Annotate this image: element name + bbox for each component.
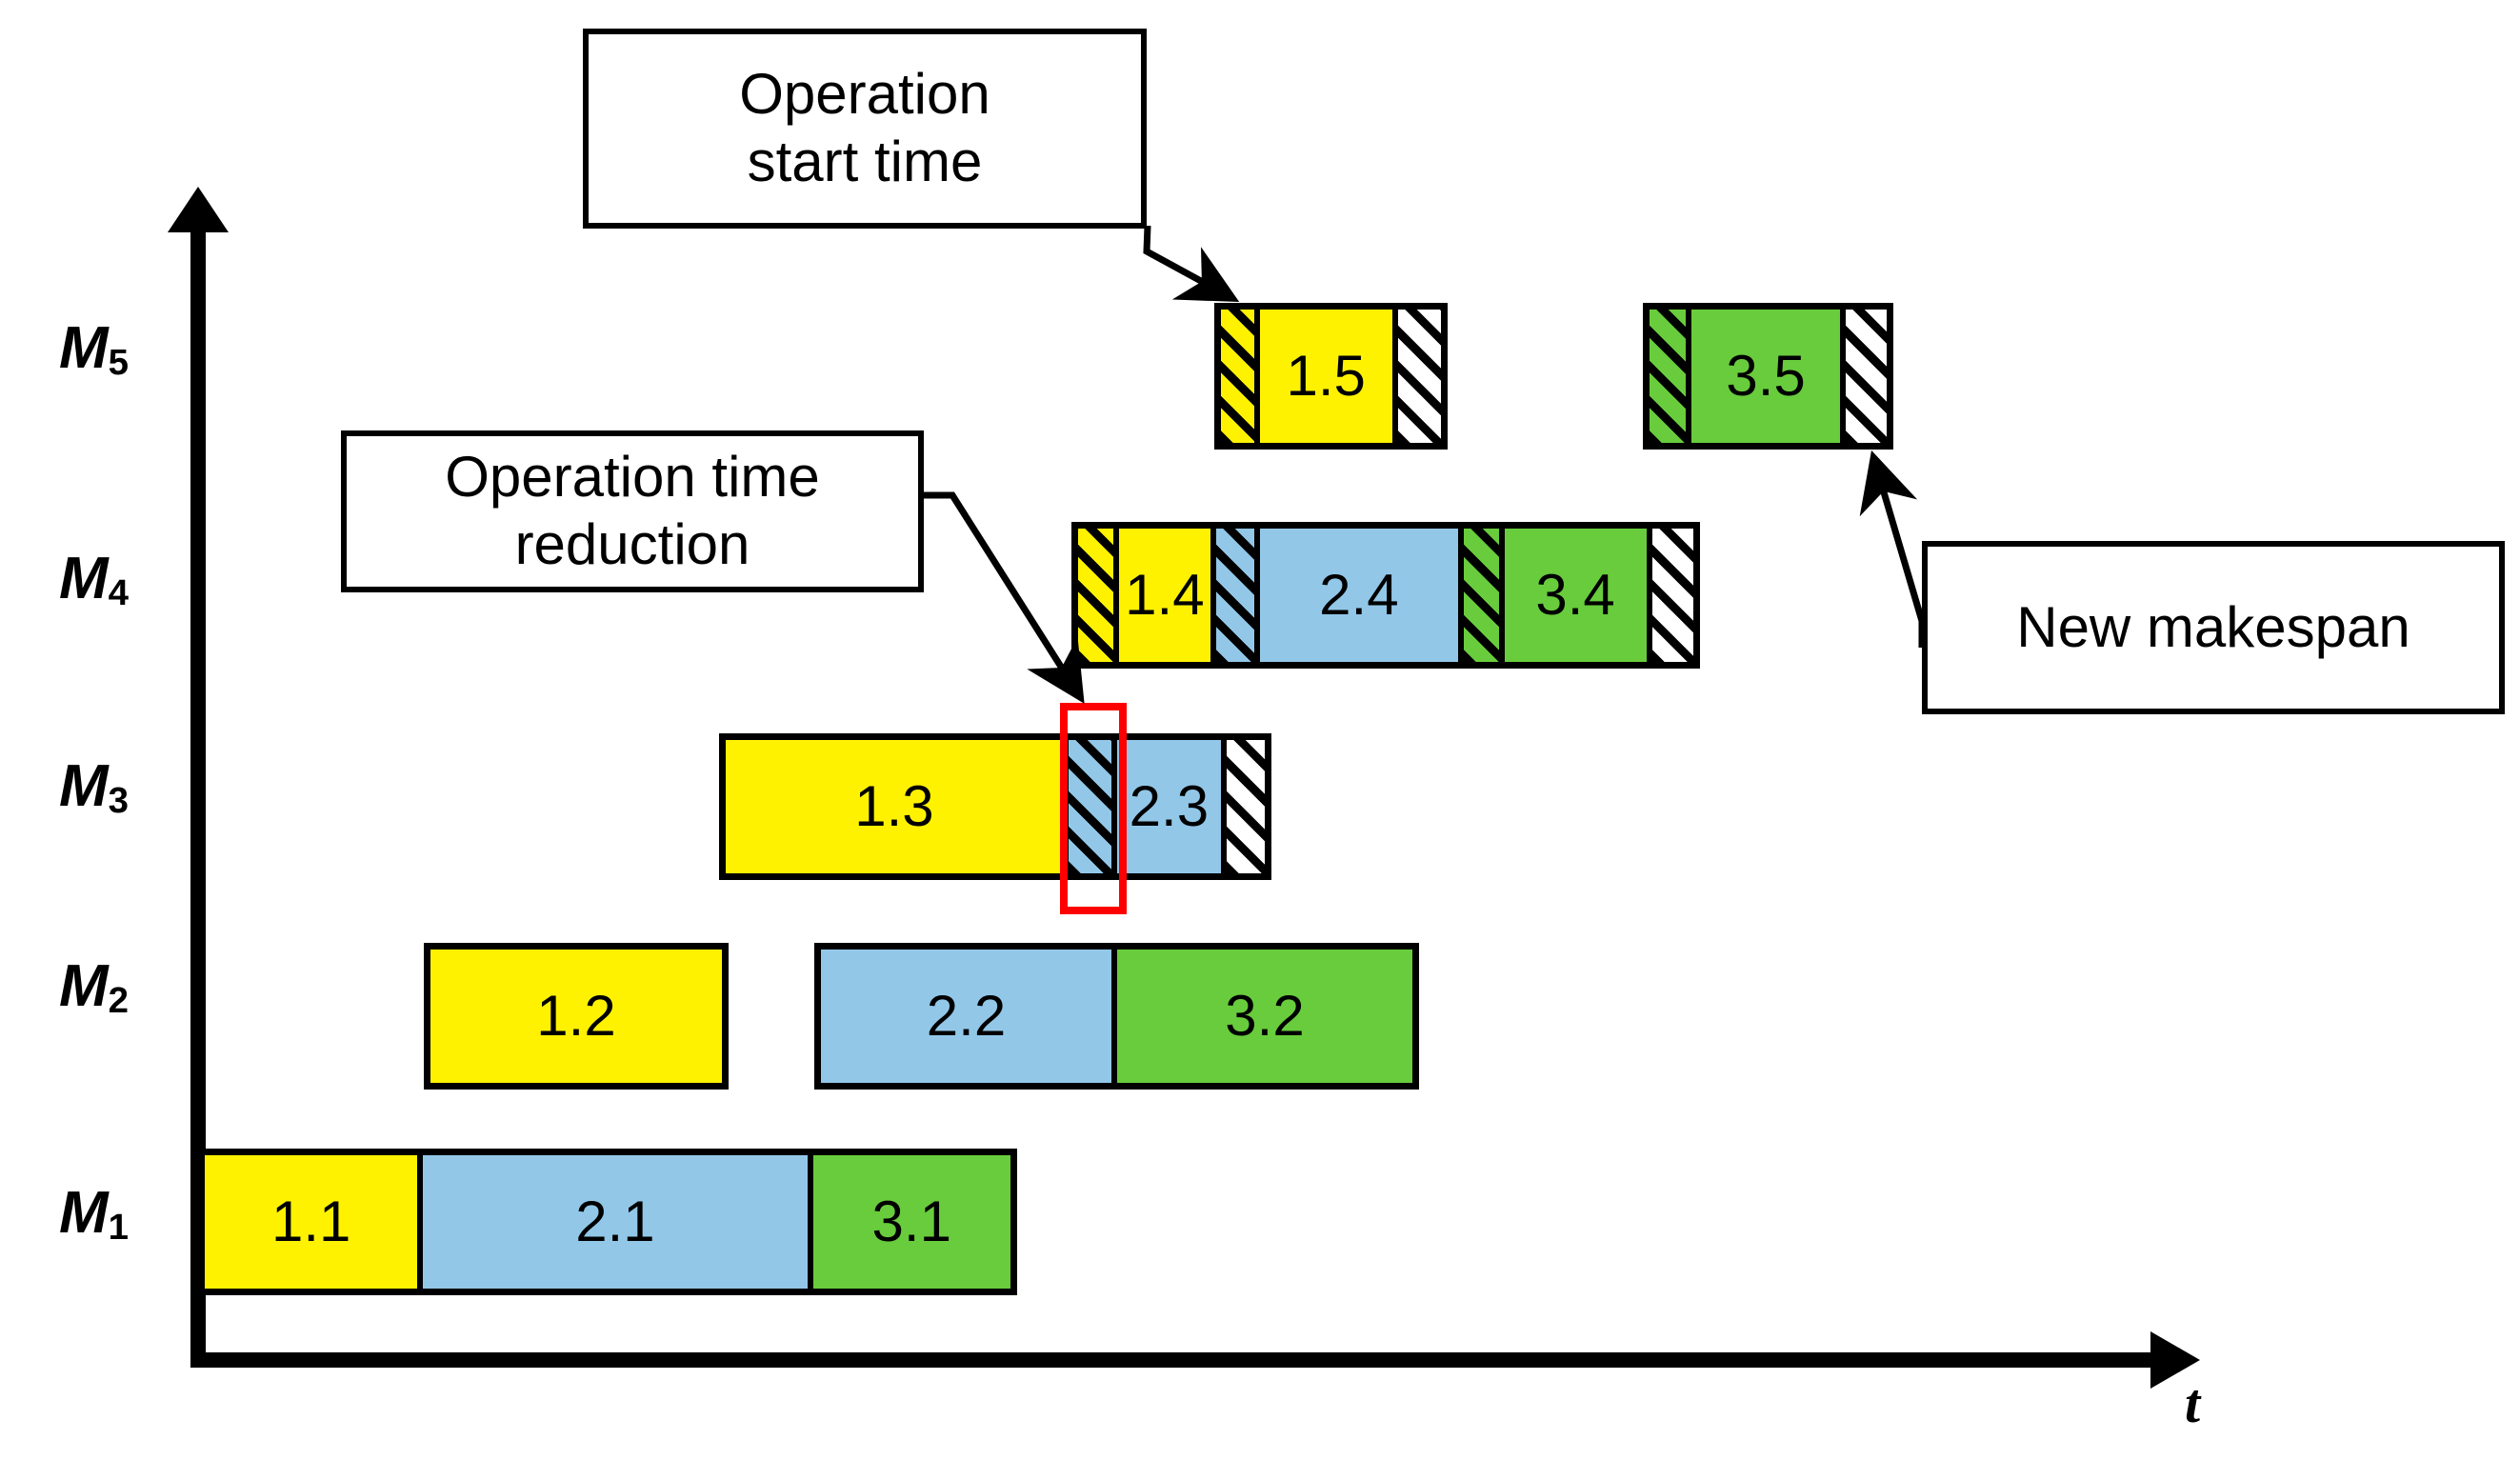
segment-operation-21: 2.1 xyxy=(423,1155,813,1289)
segment-setup-hatch-job2 xyxy=(1216,529,1260,662)
operation-label: 1.1 xyxy=(271,1190,351,1253)
callout-line-2: start time xyxy=(747,130,983,193)
segment-operation: 1.5 xyxy=(1259,310,1398,443)
segment-operation-22: 2.2 xyxy=(821,950,1118,1083)
machine-label-text: M xyxy=(59,1180,109,1246)
callout-line-2: reduction xyxy=(514,512,750,576)
callout-new-makespan: New makespan xyxy=(1922,541,2505,714)
operation-label: 2.2 xyxy=(926,984,1007,1048)
gantt-bar-m3[interactable]: 1.3 2.3 xyxy=(719,733,1271,880)
gantt-bar-m4[interactable]: 1.4 2.4 3.4 xyxy=(1071,522,1700,669)
gantt-bar-m2-op12[interactable]: 1.2 xyxy=(424,943,729,1090)
gantt-bar-m5-op35[interactable]: 3.5 xyxy=(1643,303,1893,450)
callout-line-1: Operation time xyxy=(445,445,820,510)
operation-label: 3.1 xyxy=(871,1190,951,1253)
callout-line-1: New makespan xyxy=(2016,594,2410,659)
operation-label: 1.4 xyxy=(1125,563,1205,627)
segment-setup-hatch-job1 xyxy=(1078,529,1119,662)
callout-operation-time-reduction: Operation time reduction xyxy=(341,430,924,592)
segment-setup-hatch-job3 xyxy=(1464,529,1505,662)
segment-idle-hatch xyxy=(1226,740,1265,873)
segment-setup-hatch xyxy=(1221,310,1260,443)
machine-label-sub: 3 xyxy=(108,779,130,821)
callout-line-1: Operation xyxy=(739,62,990,127)
operation-label: 3.4 xyxy=(1535,563,1615,627)
axis-tick-label-m5: M5 xyxy=(59,314,130,383)
segment-operation-13: 1.3 xyxy=(726,740,1069,873)
machine-label-sub: 2 xyxy=(108,979,130,1021)
machine-label-text: M xyxy=(59,753,109,819)
y-axis-line xyxy=(190,208,206,1368)
operation-label: 2.4 xyxy=(1319,563,1399,627)
axis-tick-label-m4: M4 xyxy=(59,545,130,613)
segment-idle-hatch xyxy=(1651,529,1693,662)
x-axis-label: t xyxy=(2185,1372,2201,1434)
machine-label-sub: 5 xyxy=(108,341,130,383)
segment-operation-32: 3.2 xyxy=(1117,950,1412,1083)
machine-label-text: M xyxy=(59,953,109,1019)
machine-label-text: M xyxy=(59,315,109,381)
operation-label: 2.1 xyxy=(575,1190,655,1253)
callout-operation-start-time: Operation start time xyxy=(583,29,1147,229)
segment-idle-hatch xyxy=(1846,310,1887,443)
leader-op-start-time xyxy=(1143,225,1240,303)
leader-op-time-reduction xyxy=(919,491,1085,704)
machine-label-text: M xyxy=(59,546,109,611)
x-axis-line xyxy=(190,1352,2162,1368)
x-axis-arrowhead xyxy=(2150,1331,2200,1389)
operation-label: 3.5 xyxy=(1726,344,1806,408)
leader-new-makespan xyxy=(1859,450,1926,648)
gantt-bar-m2-op22-32[interactable]: 2.2 3.2 xyxy=(814,943,1419,1090)
operation-time-reduction-highlight xyxy=(1060,703,1127,914)
segment-setup-hatch-job2 xyxy=(1068,740,1118,873)
segment-operation-11: 1.1 xyxy=(205,1155,424,1289)
segment-operation-23: 2.3 xyxy=(1117,740,1227,873)
segment-operation-14: 1.4 xyxy=(1118,529,1217,662)
segment-operation: 3.5 xyxy=(1690,310,1847,443)
axis-tick-label-m3: M3 xyxy=(59,752,130,821)
segment-operation-12: 1.2 xyxy=(430,950,722,1083)
operation-label: 2.3 xyxy=(1129,774,1210,838)
operation-label: 3.2 xyxy=(1225,984,1305,1048)
segment-operation-34: 3.4 xyxy=(1504,529,1652,662)
operation-label: 1.5 xyxy=(1286,344,1366,408)
segment-operation-31: 3.1 xyxy=(812,1155,1010,1289)
gantt-bar-m1[interactable]: 1.1 2.1 3.1 xyxy=(198,1149,1017,1295)
machine-label-sub: 4 xyxy=(108,571,130,613)
segment-idle-hatch xyxy=(1397,310,1441,443)
axis-tick-label-m2: M2 xyxy=(59,952,130,1021)
operation-label: 1.2 xyxy=(536,984,616,1048)
axis-tick-label-m1: M1 xyxy=(59,1179,130,1248)
segment-setup-hatch xyxy=(1650,310,1691,443)
segment-operation-24: 2.4 xyxy=(1259,529,1464,662)
machine-label-sub: 1 xyxy=(108,1206,130,1248)
operation-label: 1.3 xyxy=(854,774,934,838)
gantt-bar-m5-op15[interactable]: 1.5 xyxy=(1214,303,1448,450)
